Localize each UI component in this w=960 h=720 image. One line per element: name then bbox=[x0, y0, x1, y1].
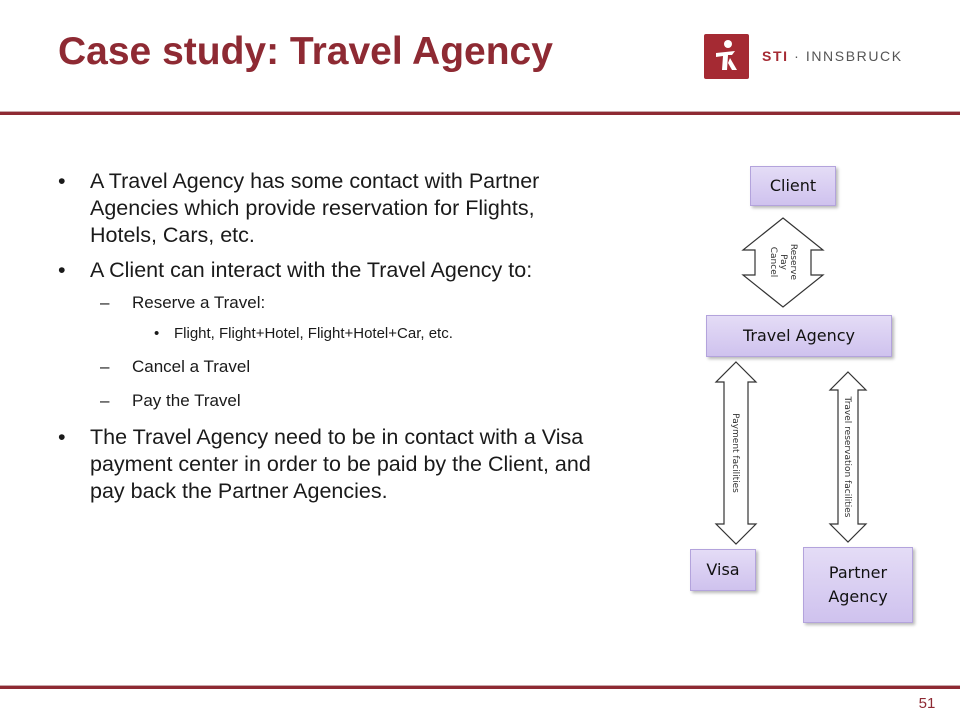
bullet-item: A Travel Agency has some contact with Pa… bbox=[56, 168, 596, 249]
architecture-diagram: Reserve Pay Cancel Payment facilities Tr… bbox=[660, 150, 913, 650]
slide-title: Case study: Travel Agency bbox=[58, 30, 553, 73]
sti-logo-mark-icon bbox=[704, 34, 749, 79]
header-divider bbox=[0, 111, 960, 115]
diagram-arrows: Reserve Pay Cancel Payment facilities Tr… bbox=[714, 217, 868, 545]
client-agency-double-arrow bbox=[741, 217, 825, 308]
arrow-label-pay: Pay bbox=[778, 254, 788, 271]
node-client-label: Client bbox=[769, 176, 817, 195]
sti-innsbruck-logo: STI · INNSBRUCK bbox=[704, 34, 914, 82]
bullet-item: The Travel Agency need to be in contact … bbox=[56, 424, 596, 505]
agency-partner-double-arrow bbox=[828, 371, 868, 543]
arrow-label-payment: Payment facilities bbox=[730, 413, 740, 493]
sub-bullet-item: Reserve a Travel: bbox=[56, 292, 596, 314]
node-travel-agency: Travel Agency bbox=[706, 315, 892, 357]
node-partner-label-line1: Partner bbox=[828, 563, 888, 582]
bullet-list: A Travel Agency has some contact with Pa… bbox=[56, 168, 596, 513]
sub-sub-bullet-item: Flight, Flight+Hotel, Flight+Hotel+Car, … bbox=[56, 324, 596, 344]
footer-divider bbox=[0, 685, 960, 689]
agency-visa-double-arrow bbox=[714, 361, 758, 545]
node-client: Client bbox=[750, 166, 836, 206]
bullet-item: A Client can interact with the Travel Ag… bbox=[56, 257, 596, 284]
logo-name: INNSBRUCK bbox=[805, 48, 903, 64]
node-visa: Visa bbox=[690, 549, 756, 591]
sub-bullet-item: Pay the Travel bbox=[56, 390, 596, 412]
node-travel-agency-label: Travel Agency bbox=[743, 326, 855, 345]
logo-brand: STI bbox=[762, 48, 789, 64]
node-visa-label: Visa bbox=[706, 560, 740, 579]
arrow-label-travel-reservation: Travel reservation facilities bbox=[842, 396, 852, 518]
arrow-label-cancel: Cancel bbox=[768, 247, 778, 278]
arrow-label-reserve: Reserve bbox=[788, 244, 798, 281]
node-partner-label-line2: Agency bbox=[828, 587, 888, 606]
node-partner-agency: Partner Agency bbox=[803, 547, 913, 623]
logo-text: STI · INNSBRUCK bbox=[762, 48, 903, 64]
logo-separator: · bbox=[788, 48, 806, 64]
page-number: 51 bbox=[918, 695, 936, 712]
sub-bullet-item: Cancel a Travel bbox=[56, 356, 596, 378]
